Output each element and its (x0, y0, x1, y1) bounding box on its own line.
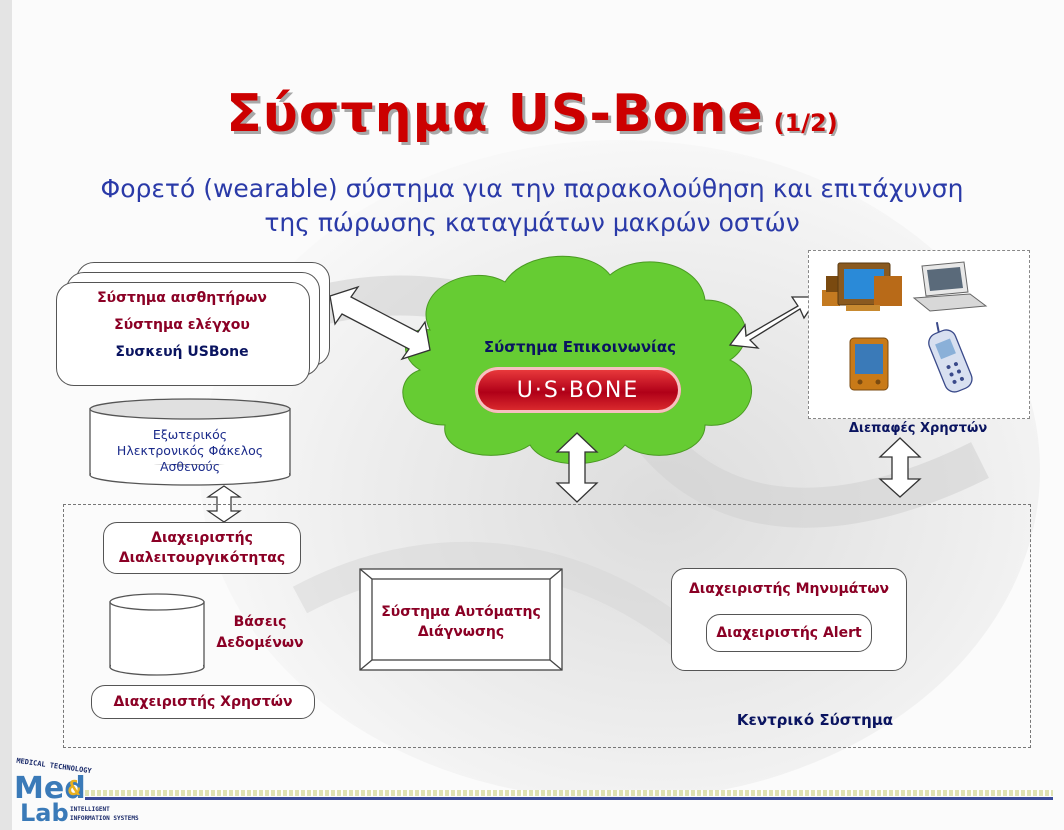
arrow-cloud-central (555, 432, 599, 503)
databases-line-1: Βάσεις (233, 614, 287, 630)
diagnosis-line-2: Διάγνωσης (417, 624, 505, 640)
communication-system-label: Σύστημα Επικοινωνίας (483, 338, 677, 356)
medlab-logo: MEDICAL TECHNOLOGY Med & Lab INTELLIGENT… (14, 757, 154, 828)
ehr-line-3: Ασθενούς (159, 459, 221, 474)
arrow-interfaces-central (878, 437, 922, 498)
logo-bottom-1: INTELLIGENT (70, 806, 110, 813)
database-cylinder (109, 593, 205, 676)
subtitle-line-2: της πώρωσης καταγμάτων μακρών οστών (264, 208, 800, 237)
device-control-system: Σύστημα ελέγχου (114, 317, 250, 333)
footer-rule (85, 797, 1053, 800)
interoperability-manager-box: Διαχειριστής Διαλειτουργικότητας (103, 522, 301, 574)
page-subtitle: Φορετό (wearable) σύστημα για την παρακο… (20, 172, 1044, 240)
arrow-device-cloud (329, 285, 431, 361)
central-system-frame (63, 504, 1031, 748)
ehr-label: Εξωτερικός Ηλεκτρονικός Φάκελος Ασθενούς (90, 427, 290, 475)
ehr-database-cylinder (89, 398, 291, 486)
central-system-label: Κεντρικό Σύστημα (736, 711, 894, 729)
ehr-line-2: Ηλεκτρονικός Φάκελος (116, 443, 264, 458)
alert-manager-box: Διαχειριστής Alert (706, 614, 872, 652)
interop-line-2: Διαλειτουργικότητας (118, 550, 286, 566)
logo-bottom-2: INFORMATION SYSTEMS (70, 815, 139, 822)
databases-label: Βάσεις Δεδομένων (210, 612, 310, 654)
subtitle-line-1: Φορετό (wearable) σύστημα για την παρακο… (100, 174, 964, 203)
ehr-line-1: Εξωτερικός (152, 427, 228, 442)
laptop-icon (912, 261, 988, 312)
usbone-logo-badge: U·S·BONE (475, 367, 681, 413)
device-usbone: Συσκευή USBone (115, 344, 249, 360)
device-card (56, 282, 310, 386)
databases-line-2: Δεδομένων (216, 635, 304, 651)
desktop-computer-icon (822, 262, 902, 311)
device-sensor-system: Σύστημα αισθητήρων (97, 290, 267, 306)
diagnosis-system-label: Σύστημα Αυτόματης Διάγνωσης (372, 602, 550, 642)
pda-icon (849, 337, 889, 391)
title-main: Σύστημα US-Bone (226, 84, 764, 144)
page-title: Σύστημα US-Bone (1/2) (0, 84, 1064, 144)
user-interfaces-label: Διεπαφές Χρηστών (848, 421, 988, 436)
diagnosis-frame (359, 568, 563, 671)
interop-line-1: Διαχειριστής (151, 530, 253, 546)
mobile-phone-icon (928, 321, 973, 393)
title-part: (1/2) (773, 109, 838, 137)
logo-med: Med (14, 771, 86, 806)
users-manager-box: Διαχειριστής Χρηστών (91, 685, 315, 719)
logo-amp: & (68, 776, 81, 800)
left-edge-strip (0, 0, 12, 830)
messages-manager-label: Διαχειριστής Μηνυμάτων (688, 581, 890, 597)
footer-dotted-band (85, 790, 1053, 796)
diagnosis-line-1: Σύστημα Αυτόματης (381, 604, 541, 620)
logo-lab: Lab (20, 799, 69, 827)
